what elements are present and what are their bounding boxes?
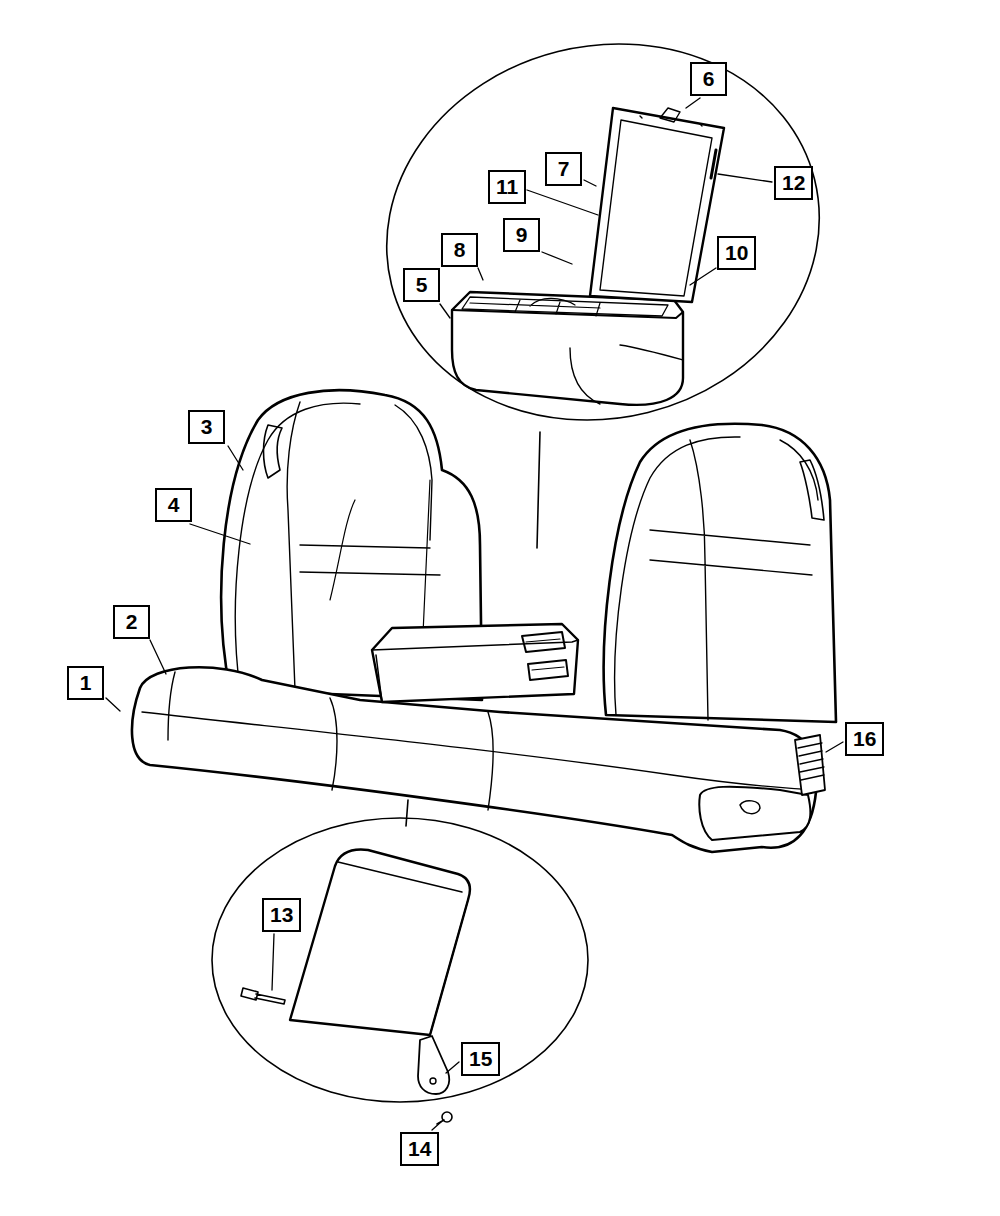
- callout-number: 6: [690, 62, 727, 96]
- callout-number: 16: [845, 722, 884, 756]
- callout-number: 9: [503, 218, 540, 252]
- console-detail: [452, 108, 724, 405]
- detail-circle: [212, 818, 588, 1102]
- callout-number: 13: [262, 898, 301, 932]
- detail-line: [537, 432, 540, 548]
- callout-number: 8: [441, 233, 478, 267]
- detail-line: [406, 800, 408, 826]
- callout-number: 11: [488, 170, 526, 204]
- callout-number: 10: [717, 236, 756, 270]
- callout-number: 2: [113, 605, 150, 639]
- callout-number: 12: [774, 166, 813, 200]
- leader-lines: [106, 98, 843, 1130]
- callout-number: 14: [400, 1132, 439, 1166]
- bench-seat: [132, 390, 836, 852]
- seatback-panel-detail: [241, 850, 470, 1124]
- detail-circle: [346, 0, 859, 465]
- center-armrest: [372, 624, 578, 702]
- callout-number: 15: [461, 1042, 500, 1076]
- callout-number: 7: [545, 152, 582, 186]
- callout-number: 5: [403, 268, 440, 302]
- callout-number: 1: [67, 666, 104, 700]
- callout-number: 3: [188, 410, 225, 444]
- callout-number: 4: [155, 488, 192, 522]
